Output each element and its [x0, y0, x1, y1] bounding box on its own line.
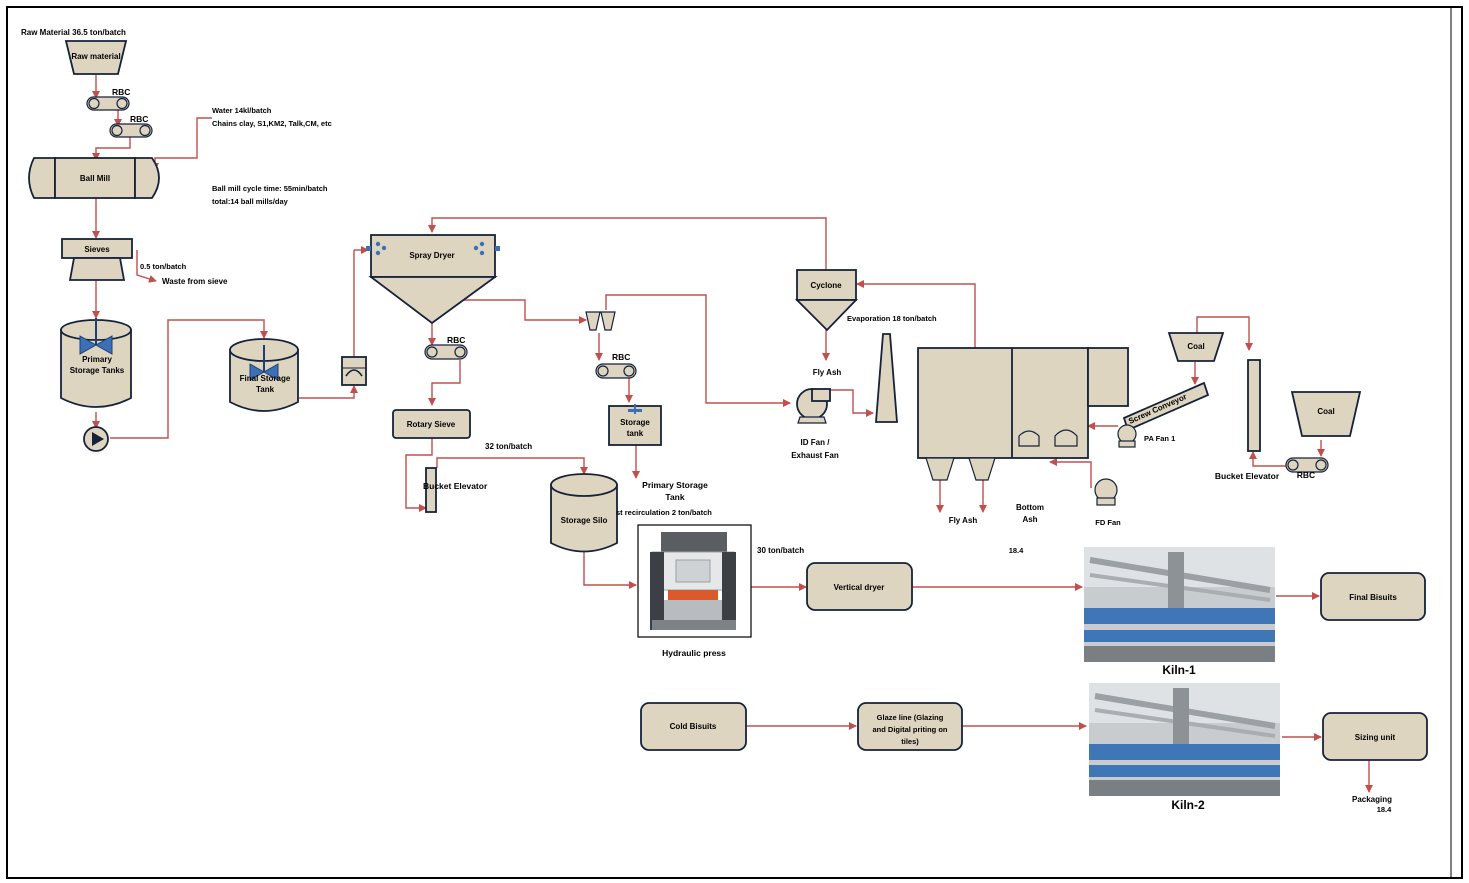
label-bottom-ash-1: Bottom: [1016, 503, 1044, 512]
label-bucket-elevator-2: Bucket Elevator: [1215, 471, 1280, 481]
label-final-storage-1: Final Storage: [240, 374, 291, 383]
label-glaze-3: tiles): [901, 737, 919, 746]
hot-air-generator: [918, 348, 1128, 480]
label-fd-fan: FD Fan: [1095, 518, 1121, 527]
label-final-storage-2: Tank: [256, 385, 275, 394]
label-vertical-dryer: Vertical dryer: [834, 583, 885, 592]
label-raw-material-header: Raw Material 36.5 ton/batch: [21, 28, 126, 37]
label-ball-mill-cycle: Ball mill cycle time: 55min/batch: [212, 184, 328, 193]
label-ball-mill: Ball Mill: [80, 174, 110, 183]
label-rotary-sieve: Rotary Sieve: [407, 420, 456, 429]
kiln-2-image: [1089, 683, 1280, 796]
rbc-conveyor-2: [110, 124, 152, 137]
label-kiln-2: Kiln-2: [1171, 798, 1205, 812]
rbc-conveyor-3: [425, 345, 467, 359]
label-hydraulic-press: Hydraulic press: [662, 648, 726, 658]
label-storage-tank-1: Storage: [620, 418, 650, 427]
label-fly-ash-2: Fly Ash: [949, 516, 978, 525]
label-rbc-3: RBC: [447, 335, 465, 345]
label-raw-material: Raw material: [71, 52, 120, 61]
label-fly-ash-1: Fly Ash: [813, 368, 842, 377]
label-coal-2: Coal: [1317, 407, 1334, 416]
spray-dryer: [366, 235, 500, 323]
label-glaze-1: Glaze line (Glazing: [877, 713, 944, 722]
label-sieves: Sieves: [84, 245, 110, 254]
label-value-18-4-b: 18.4: [1377, 805, 1392, 814]
label-sieve-waste: Waste from sieve: [162, 277, 228, 286]
label-id-fan-2: Exhaust Fan: [791, 451, 839, 460]
label-coal-1: Coal: [1187, 342, 1204, 351]
label-glaze-2: and Digital priting on: [873, 725, 948, 734]
label-storage-tank-2: tank: [627, 429, 644, 438]
slurry-pump: [84, 427, 108, 451]
pa-fan: [1118, 425, 1136, 447]
label-kiln-1: Kiln-1: [1162, 663, 1196, 677]
fd-fan: [1095, 479, 1117, 505]
label-rbc-2: RBC: [130, 114, 148, 124]
label-storage-silo: Storage Silo: [561, 516, 608, 525]
label-qty-32: 32 ton/batch: [485, 442, 532, 451]
label-water: Water 14kl/batch: [212, 106, 272, 115]
label-cyclone: Cyclone: [810, 281, 842, 290]
label-primary-storage-2: Storage Tanks: [70, 366, 125, 375]
label-sieve-waste-qty: 0.5 ton/batch: [140, 262, 187, 271]
label-recirculation: st recirculation 2 ton/batch: [616, 508, 712, 517]
chimney-stack: [876, 334, 897, 422]
label-screw-conveyor: Screw Conveyor: [1127, 392, 1188, 426]
label-sizing-unit: Sizing unit: [1355, 733, 1396, 742]
label-spray-dryer: Spray Dryer: [409, 251, 454, 260]
label-value-18-4-a: 18.4: [1009, 546, 1024, 555]
label-qty-30: 30 ton/batch: [757, 546, 804, 555]
hydraulic-press-image: [638, 525, 751, 637]
label-packaging: Packaging: [1352, 795, 1392, 804]
label-final-bisuits: Final Bisuits: [1349, 593, 1397, 602]
label-primary-storage-tank-2: Tank: [665, 492, 684, 502]
kiln-1-image: [1084, 547, 1275, 662]
label-cold-bisuits: Cold Bisuits: [670, 722, 717, 731]
label-bottom-ash-2: Ash: [1022, 515, 1037, 524]
label-rbc-1: RBC: [112, 87, 130, 97]
rbc-conveyor-4: [596, 364, 636, 378]
twin-hopper: [586, 312, 615, 330]
feed-pump: [342, 357, 366, 385]
label-evaporation: Evaporation 18 ton/batch: [847, 314, 937, 323]
label-primary-storage-tank-1: Primary Storage: [642, 480, 708, 490]
bucket-elevator-2: [1248, 360, 1260, 451]
label-primary-storage-1: Primary: [82, 355, 112, 364]
label-pa-fan: PA Fan 1: [1144, 434, 1175, 443]
label-bucket-elevator-1: Bucket Elevator: [423, 481, 488, 491]
label-chains-clay: Chains clay, S1,KM2, Talk,CM, etc: [212, 119, 332, 128]
label-rbc-4: RBC: [612, 352, 630, 362]
label-ball-mill-total: total:14 ball mills/day: [212, 197, 289, 206]
id-fan: [797, 389, 830, 423]
label-rbc-5: RBC: [1297, 470, 1315, 480]
rbc-conveyor-1: [87, 97, 129, 110]
storage-silo: [551, 474, 617, 552]
label-id-fan-1: ID Fan /: [801, 438, 831, 447]
